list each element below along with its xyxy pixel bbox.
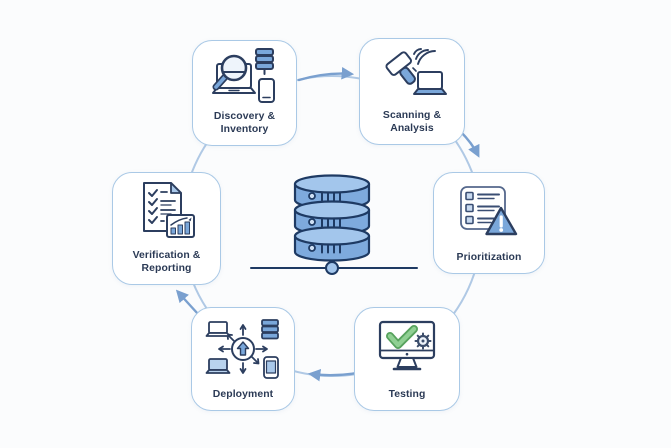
stage-verification-reporting: Verification & Reporting [112, 172, 221, 285]
stage-deployment: Deployment [191, 307, 295, 411]
stage-prioritization: Prioritization [433, 172, 545, 274]
scanner-waves-laptop-icon [360, 39, 464, 109]
report-document-chart-icon [113, 173, 220, 249]
stage-discovery-inventory: Discovery & Inventory [192, 40, 297, 146]
stage-label: Verification & Reporting [132, 250, 201, 274]
stage-label: Deployment [212, 389, 274, 400]
arrow-discovery-to-scanning [297, 67, 355, 82]
magnifier-laptop-server-phone-icon [193, 41, 296, 110]
stage-label: Scanning & Analysis [382, 110, 442, 134]
stage-testing: Testing [354, 307, 460, 411]
hub-arrows-devices-icon [192, 308, 294, 388]
database-server-stack-icon [250, 174, 418, 275]
checklist-warning-triangle-icon [434, 173, 544, 251]
stage-scanning-analysis: Scanning & Analysis [359, 38, 465, 145]
stage-label: Testing [388, 389, 426, 400]
monitor-checkmark-gear-icon [355, 308, 459, 388]
stage-label: Prioritization [456, 252, 522, 263]
stage-label: Discovery & Inventory [213, 111, 276, 135]
